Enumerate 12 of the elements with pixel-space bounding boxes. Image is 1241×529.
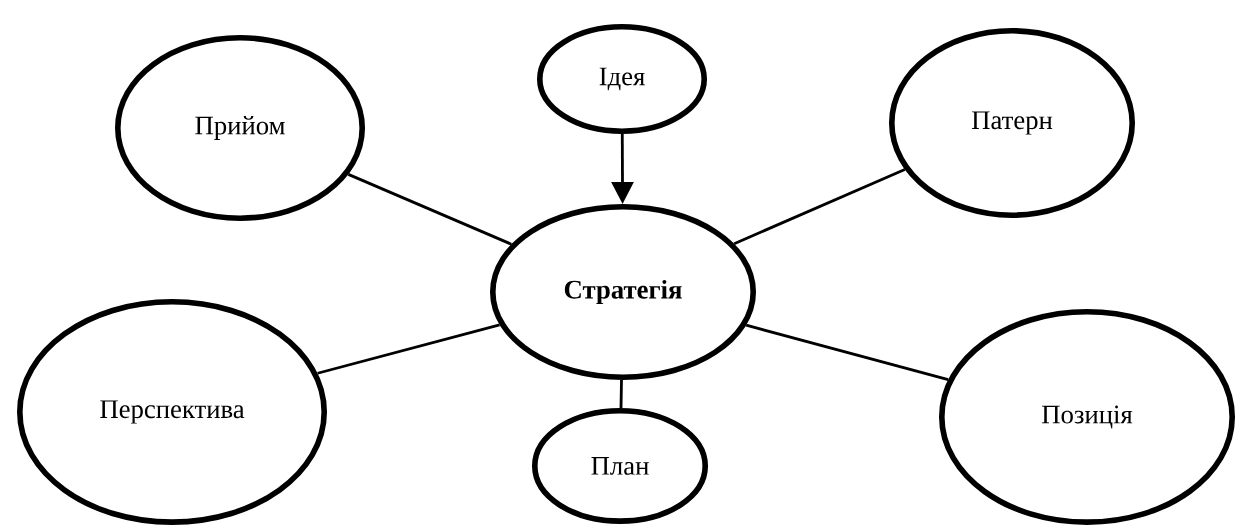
ellipse-node: План bbox=[532, 408, 708, 524]
ellipse-node: Стратегія bbox=[490, 204, 756, 380]
connector-line bbox=[745, 323, 949, 381]
ellipse-node: Перспектива bbox=[17, 299, 327, 525]
connector-line bbox=[317, 323, 500, 375]
connector-line bbox=[733, 168, 906, 245]
ellipse-node: Патерн bbox=[889, 28, 1135, 218]
ellipse-node: Позиція bbox=[939, 309, 1235, 525]
connector-line bbox=[619, 379, 623, 408]
ellipse-node: Прийом bbox=[115, 35, 365, 221]
ellipse-node: Ідея bbox=[537, 24, 707, 134]
connector-line bbox=[347, 173, 512, 246]
